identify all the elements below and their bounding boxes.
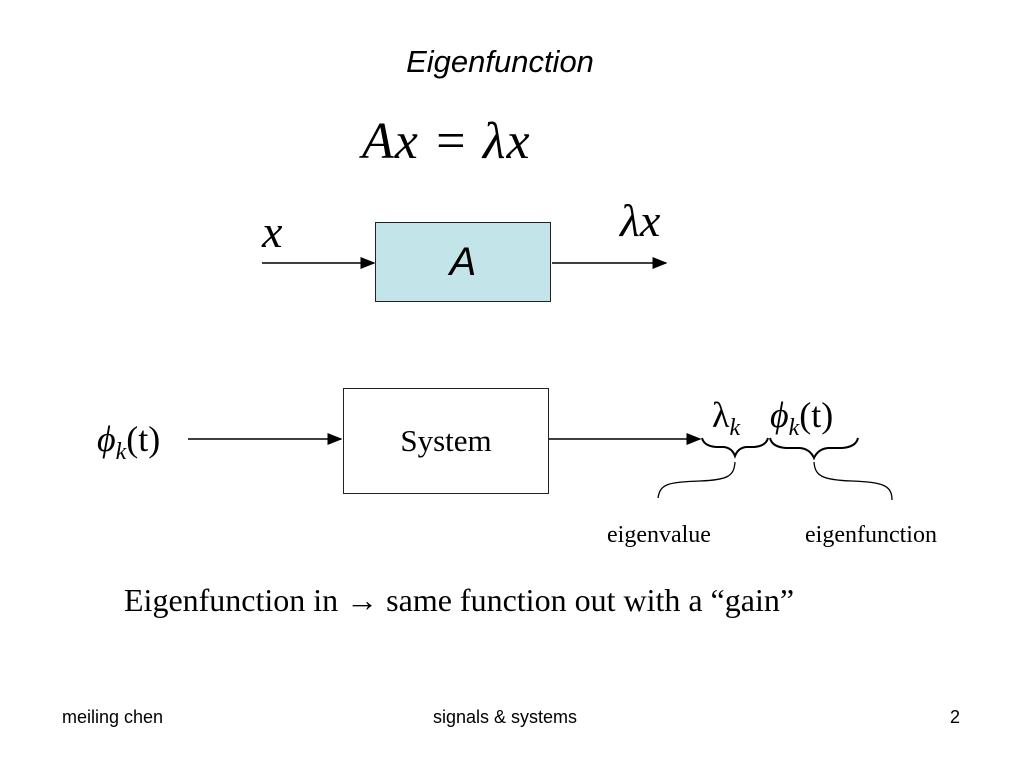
eigenfunction-label: eigenfunction — [805, 522, 937, 548]
phi-sub: k — [788, 415, 800, 441]
footer-course: signals & systems — [433, 707, 578, 727]
brace-phi — [769, 437, 859, 461]
lambda-k-label: λk — [712, 394, 740, 442]
system-block-a: A — [375, 222, 551, 302]
lambda-sub: k — [729, 415, 741, 441]
input-phi-sub: k — [115, 439, 127, 465]
lambda-base: λ — [712, 395, 730, 435]
output-lambda-x-label: λx — [620, 195, 661, 246]
footer-page-number: 2 — [950, 707, 961, 727]
system-block: System — [343, 388, 549, 494]
system-block-label: System — [400, 423, 492, 458]
eigen-equation: Ax = λx — [362, 113, 531, 170]
footer-author: meiling chen — [62, 707, 164, 727]
system-block-a-label: A — [449, 239, 477, 284]
phi-arg: (t) — [799, 395, 834, 435]
bracket-eigenvalue — [657, 461, 736, 499]
phi-k-output-label: ϕk(t) — [770, 394, 833, 442]
eigenvalue-label: eigenvalue — [607, 522, 711, 548]
phi-base: ϕ — [770, 395, 789, 435]
slide-title: Eigenfunction — [406, 44, 594, 79]
input-phi-base: ϕ — [97, 419, 116, 459]
input-phi-arg: (t) — [126, 419, 161, 459]
input-x-label: x — [262, 206, 283, 257]
brace-lambda — [701, 437, 769, 459]
slide-caption: Eigenfunction in → same function out wit… — [124, 582, 795, 618]
bracket-eigenfunction — [813, 461, 893, 501]
input-phi-label: ϕk(t) — [97, 418, 160, 466]
